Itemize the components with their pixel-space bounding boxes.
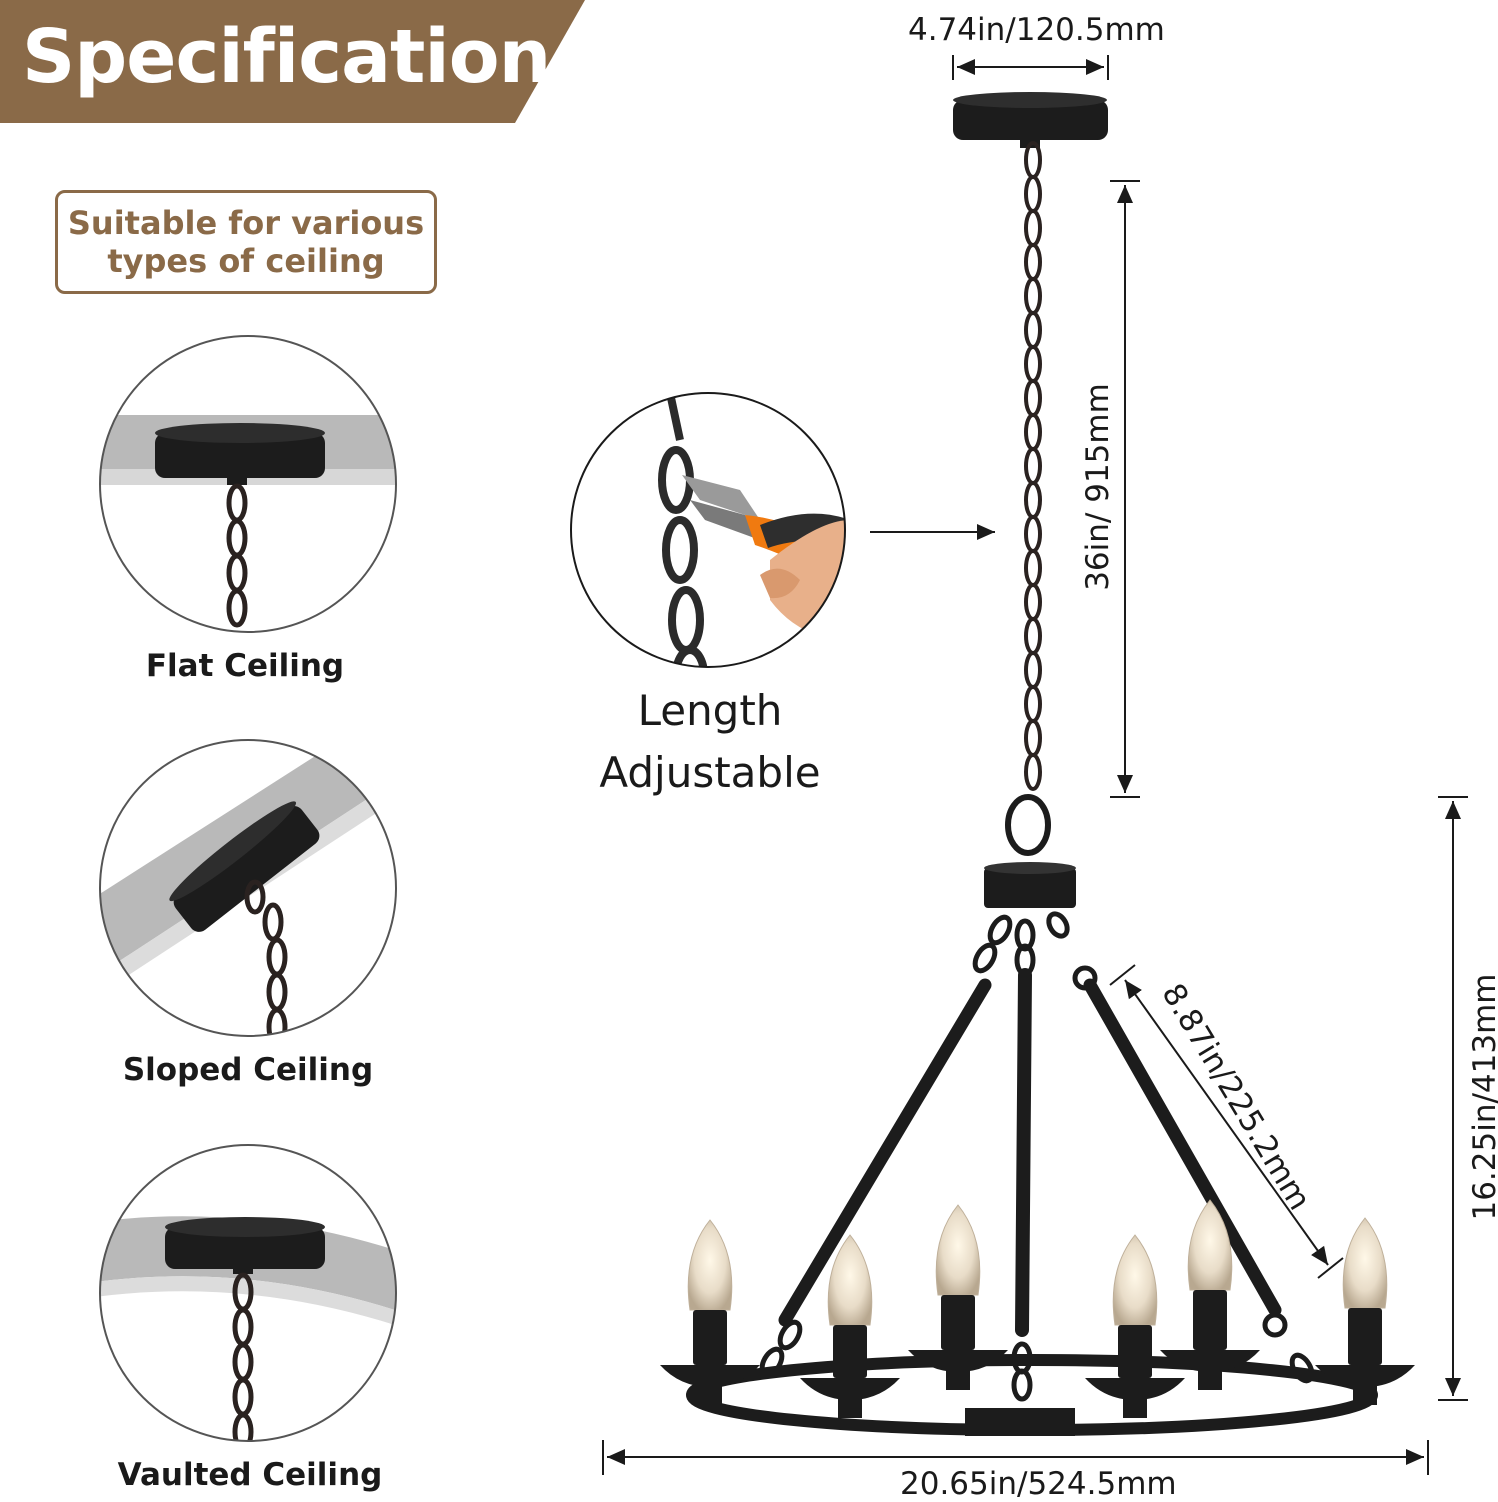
flat-ceiling-image bbox=[99, 335, 397, 633]
height-dimension-label: 16.25in/413mm bbox=[1467, 973, 1498, 1221]
canopy bbox=[953, 92, 1108, 148]
canopy-dimension-line bbox=[952, 55, 1109, 80]
arms bbox=[778, 968, 1282, 1337]
flat-ceiling-label: Flat Ceiling bbox=[145, 648, 345, 684]
chain-link bbox=[1024, 311, 1042, 349]
candle bbox=[908, 1204, 1008, 1390]
arm-dimension-line bbox=[1109, 964, 1344, 1279]
banner-shape bbox=[0, 0, 585, 123]
pliers-image bbox=[570, 392, 846, 668]
chain-link bbox=[1024, 379, 1042, 417]
suitable-line-2: types of ceiling bbox=[107, 242, 385, 280]
chain-link bbox=[1024, 753, 1042, 791]
candle bbox=[1160, 1199, 1260, 1390]
candle bbox=[800, 1234, 900, 1418]
chain-link bbox=[1024, 549, 1042, 587]
spec-banner: Specification bbox=[0, 0, 585, 123]
page-title: Specification bbox=[22, 14, 551, 100]
chain-link bbox=[1024, 141, 1042, 179]
candle bbox=[660, 1219, 760, 1405]
chain-link bbox=[1024, 685, 1042, 723]
ring-bracket bbox=[965, 1408, 1075, 1436]
width-dimension-line bbox=[602, 1440, 1429, 1475]
chain-link bbox=[1024, 413, 1042, 451]
canopy-dimension-label: 4.74in/120.5mm bbox=[908, 12, 1165, 48]
hanging-loop bbox=[1005, 794, 1051, 856]
callout-line-2: Adjustable bbox=[599, 748, 821, 797]
width-dimension-label: 20.65in/524.5mm bbox=[900, 1466, 1177, 1502]
callout-line-1: Length bbox=[637, 686, 783, 735]
chain bbox=[1024, 141, 1042, 791]
length-adjustable-callout: Length Adjustable bbox=[560, 680, 860, 804]
vaulted-ceiling-image bbox=[99, 1144, 397, 1442]
chain-link bbox=[1024, 583, 1042, 621]
chain-dimension-label: 36in/ 915mm bbox=[1080, 383, 1116, 591]
suitable-line-1: Suitable for various bbox=[67, 204, 425, 242]
chain-link bbox=[1024, 719, 1042, 757]
candle bbox=[1315, 1217, 1415, 1405]
vaulted-ceiling-label: Vaulted Ceiling bbox=[117, 1457, 383, 1493]
chain-link bbox=[1024, 447, 1042, 485]
chain-link bbox=[1024, 515, 1042, 553]
chain-link bbox=[1024, 481, 1042, 519]
chain-link bbox=[1024, 345, 1042, 383]
chain-link bbox=[1024, 651, 1042, 689]
candle bbox=[1085, 1234, 1185, 1418]
height-dimension-line bbox=[1438, 796, 1468, 1401]
candle-sockets bbox=[660, 1199, 1415, 1418]
sloped-ceiling-label: Sloped Ceiling bbox=[122, 1052, 374, 1088]
chain-link bbox=[1024, 209, 1042, 247]
suitable-badge: Suitable for various types of ceiling bbox=[55, 190, 437, 294]
sloped-ceiling-image bbox=[99, 739, 397, 1037]
chain-link bbox=[1024, 617, 1042, 655]
chain-dimension-line bbox=[1110, 180, 1140, 798]
chain-link bbox=[1024, 277, 1042, 315]
center-hub bbox=[984, 862, 1076, 908]
chain-link bbox=[1024, 175, 1042, 213]
chain-link bbox=[1024, 243, 1042, 281]
